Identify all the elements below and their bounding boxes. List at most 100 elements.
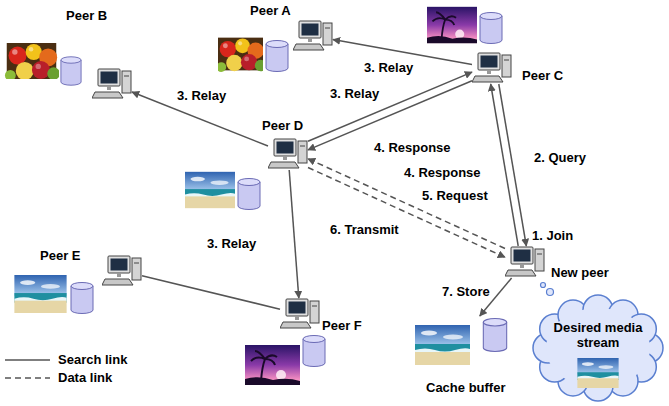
keyboard [280,322,311,328]
search-link [142,276,280,309]
computer-icon [472,52,512,84]
monitor-stand [487,70,491,74]
node-label: Peer B [66,8,107,23]
thought-bubble [547,289,554,296]
storage-cylinder [480,13,502,44]
sunset-image [245,345,300,385]
node-label: Cache buffer [426,380,505,395]
legend-text: Search link [58,352,127,367]
data-link [308,159,505,249]
data-link [308,168,505,258]
beach-image [577,358,618,388]
tower [310,301,319,323]
screen [111,259,128,271]
edge-label: 2. Query [532,150,588,165]
peer-computer: New peer [505,246,545,278]
storage-cylinder [71,283,93,314]
peer-computer: Peer D [268,138,308,170]
search-link [308,72,472,141]
search-link [499,84,527,246]
edge-label: 3. Relay [205,236,258,251]
callout-label: 1. Join [530,228,575,243]
monitor [274,139,296,156]
keyboard [268,162,299,168]
storage-cylinder [61,57,81,85]
computer-icon [268,138,308,170]
monitor [108,256,130,273]
computer-icon [92,68,132,100]
node-label: Peer A [250,3,291,18]
monitor [299,21,321,38]
beach-image [415,325,470,365]
sunset-image [427,7,477,43]
storage-cylinder [483,319,506,352]
peer-computer: Peer F [280,298,320,330]
cache-buffer: Cache buffer [405,316,511,368]
drive-slot [537,254,542,255]
peer-computer: Peer C [472,52,512,84]
storage-cylinder [238,179,260,210]
node-label: New peer [551,265,609,280]
screen [514,250,531,262]
node-label: Peer E [40,248,80,263]
edge-label: 3. Relay [328,86,381,101]
drive-slot [312,306,317,307]
tower [323,23,332,45]
drive-slot [504,60,509,61]
keyboard [102,279,133,285]
beach-image [185,172,235,208]
keyboard [472,76,503,82]
legend-dashed-sample [5,377,50,379]
legend-text: Data link [58,370,112,385]
drive-slot [134,263,139,264]
peer-computer: Peer A [293,20,333,52]
tower [132,258,141,280]
keyboard [92,92,123,98]
monitor-stand [107,86,111,90]
edge-label: 4. Response [372,140,453,155]
screen [101,72,118,84]
cloud-text: Desired media stream [542,320,654,350]
node-label: Peer C [522,68,563,83]
screen [481,56,498,68]
node-label: Peer D [262,118,303,133]
screen [302,24,319,36]
computer-icon [280,298,320,330]
monitor-stand [520,264,524,268]
monitor [511,247,533,264]
fruit-image [5,43,60,81]
edge-label: 6. Transmit [328,222,401,237]
edge-label: 5. Request [420,188,490,203]
drive-slot [300,146,305,147]
computer-icon [505,246,545,278]
search-link [289,170,299,298]
drive-slot [325,28,330,29]
keyboard [293,44,324,50]
monitor [478,53,500,70]
edge-label: 7. Store [440,284,492,299]
screen [277,142,294,154]
beach-image [14,275,66,313]
monitor-stand [117,273,121,277]
computer-icon [102,255,142,287]
legend-solid-sample [5,359,50,361]
storage-cylinder [303,336,325,367]
keyboard [505,270,536,276]
monitor [98,69,120,86]
drive-slot [124,76,129,77]
thought-cloud: Desired media stream [530,290,666,402]
node-label: Peer F [322,318,362,333]
edge-label: 4. Response [402,165,483,180]
peer-computer: Peer E [102,255,142,287]
edge-label: 3. Relay [175,88,228,103]
storage-cylinder [266,41,288,72]
monitor-stand [308,38,312,42]
thought-bubble [541,283,546,288]
screen [289,302,306,314]
monitor-stand [283,156,287,160]
tower [122,71,131,93]
tower [298,141,307,163]
tower [535,249,544,271]
tower [502,55,511,77]
fruit-image [216,38,266,72]
